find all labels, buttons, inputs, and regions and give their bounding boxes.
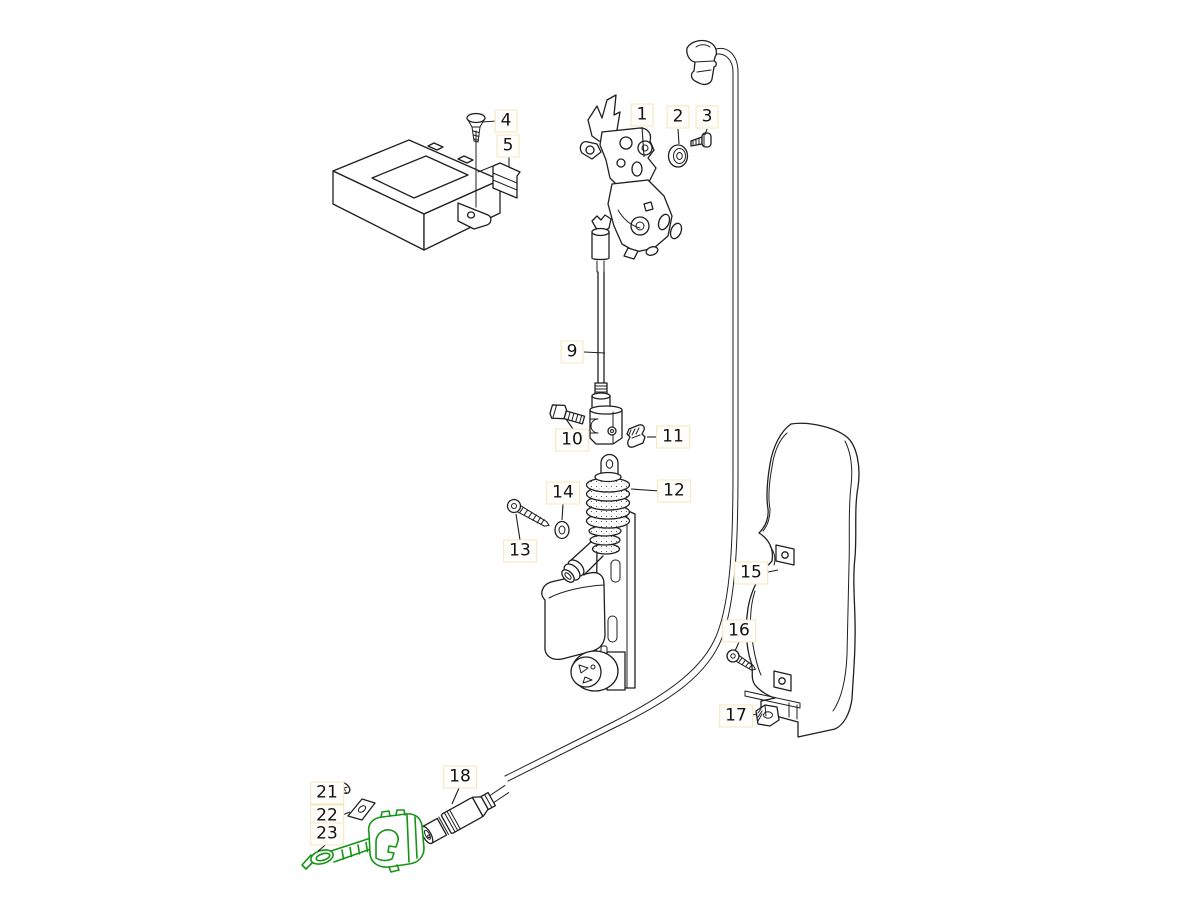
part-label-14: 14 xyxy=(546,481,580,505)
part-label-21: 21 xyxy=(310,781,344,805)
clip-11-drawing xyxy=(626,424,646,448)
lock-mechanism-drawing xyxy=(579,94,683,260)
cable-clamp-23-highlighted-drawing xyxy=(301,809,425,873)
part-label-10: 10 xyxy=(555,428,589,452)
part-label-22: 22 xyxy=(310,804,344,828)
part-label-11: 11 xyxy=(656,425,690,449)
cable-connector-18-drawing xyxy=(420,785,510,845)
part-label-1: 1 xyxy=(630,103,654,127)
washer-2-drawing xyxy=(667,144,689,168)
cable-drawing xyxy=(504,48,739,782)
rod-9-drawing xyxy=(589,214,623,445)
part-label-2: 2 xyxy=(666,105,690,129)
part-label-13: 13 xyxy=(503,539,537,563)
cable-hook-clip-drawing xyxy=(686,39,718,86)
control-module-drawing xyxy=(332,112,521,251)
part-label-9: 9 xyxy=(560,340,584,364)
washer-22-drawing xyxy=(347,798,376,821)
screw-4-drawing xyxy=(466,112,486,143)
part-label-18: 18 xyxy=(443,765,477,789)
bolt-10-drawing xyxy=(549,404,586,425)
part-label-5: 5 xyxy=(496,134,520,158)
part-label-17: 17 xyxy=(719,704,753,728)
washer-14-drawing xyxy=(554,520,570,540)
door-panel-15-drawing xyxy=(744,422,860,738)
part-label-4: 4 xyxy=(494,109,518,133)
clip-nut-17-drawing xyxy=(755,704,780,727)
part-label-3: 3 xyxy=(695,105,719,129)
part-label-16: 16 xyxy=(722,619,756,643)
screw-3-drawing xyxy=(690,132,712,148)
screw-13-drawing xyxy=(506,498,550,527)
part-label-12: 12 xyxy=(657,479,691,503)
part-label-15: 15 xyxy=(734,561,768,585)
actuator-12-drawing xyxy=(541,453,636,692)
part-label-23: 23 xyxy=(310,822,344,846)
